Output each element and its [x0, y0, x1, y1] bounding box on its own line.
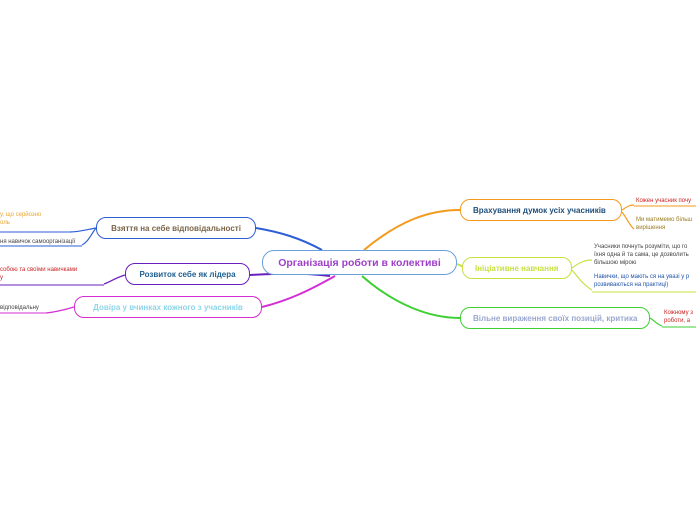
leaf-opinions-2[interactable]: Ми матимемо більш вирішення	[636, 216, 692, 232]
link-critique-leaf1	[649, 317, 663, 327]
leaf-critique-1-line1: Кожному з	[664, 310, 694, 316]
leaf-leader-1[interactable]: собою та своїми навичками у	[0, 266, 77, 282]
link-opinions	[363, 209, 461, 251]
leaf-responsibility-1-line2: оль	[0, 220, 10, 226]
leaf-leader-1-line1: собою та своїми навичками	[0, 267, 78, 273]
branch-learning-label: Ініціативне навчання	[475, 263, 559, 273]
leaf-learning-2-line2: розвиваються на практиці)	[594, 282, 669, 288]
central-topic-label: Організація роботи в колективі	[278, 256, 441, 269]
link-responsibility-leaf2	[81, 227, 97, 246]
leaf-opinions-1-line1: Кожен учасник почу	[636, 198, 692, 204]
leaf-learning-1-line3: більшою мірою	[594, 260, 637, 266]
leaf-responsibility-1[interactable]: у, що серйозно оль	[0, 211, 41, 227]
link-trust	[261, 275, 336, 308]
branch-critique[interactable]: Вільне вираження своїх позицій, критика	[460, 307, 650, 329]
central-topic[interactable]: Організація роботи в колективі	[262, 250, 457, 275]
leaf-opinions-2-line1: Ми матимемо більш	[636, 217, 693, 223]
branch-opinions-label: Врахування думок усіх учасників	[473, 205, 606, 215]
leaf-leader-1-line2: у	[0, 275, 3, 281]
leaf-learning-1[interactable]: Учасники почнуть розуміти, що го їхня од…	[594, 243, 689, 267]
leaf-trust-1[interactable]: відповідальну	[0, 304, 39, 312]
leaf-learning-1-line2: їхня одна й та сама, це дозволить	[594, 252, 689, 258]
branch-critique-label: Вільне вираження своїх позицій, критика	[473, 313, 638, 323]
branch-trust-label: Довіра у вчинках кожного з учасників	[93, 302, 243, 312]
link-critique	[361, 275, 461, 319]
branch-opinions[interactable]: Врахування думок усіх учасників	[460, 199, 622, 221]
leaf-learning-2[interactable]: Навички, що мають ся на увазі у р розвив…	[594, 273, 689, 289]
link-trust-leaf1	[45, 306, 75, 314]
link-learning-leaf1	[571, 259, 593, 269]
branch-responsibility[interactable]: Взяття на себе відповідальності	[96, 217, 256, 239]
leaf-critique-1[interactable]: Кожному з роботи, а	[664, 309, 693, 325]
branch-learning[interactable]: Ініціативне навчання	[462, 257, 572, 279]
leaf-learning-2-line1: Навички, що мають ся на увазі у р	[594, 274, 690, 280]
branch-responsibility-label: Взяття на себе відповідальності	[111, 223, 241, 233]
leaf-responsibility-2[interactable]: ня навичок самоорганізації	[0, 238, 75, 246]
link-opinions-leaf2	[621, 211, 635, 230]
leaf-opinions-2-line2: вирішення	[636, 225, 666, 231]
branch-leader-label: Розвиток себе як лідера	[139, 269, 236, 279]
leaf-opinions-1[interactable]: Кожен учасник почу	[636, 197, 691, 205]
leaf-learning-1-line1: Учасники почнуть розуміти, що го	[594, 244, 688, 250]
leaf-responsibility-2-line1: ня навичок самоорганізації	[0, 239, 76, 245]
leaf-responsibility-1-line1: у, що серйозно	[0, 212, 42, 218]
branch-trust[interactable]: Довіра у вчинках кожного з учасників	[74, 296, 262, 318]
leaf-trust-1-line1: відповідальну	[0, 305, 39, 311]
leaf-critique-1-line2: роботи, а	[664, 318, 691, 324]
link-responsibility	[255, 227, 323, 251]
link-opinions-leaf1	[621, 204, 635, 211]
link-learning-leaf2	[571, 269, 593, 291]
branch-leader[interactable]: Розвиток себе як лідера	[125, 263, 250, 285]
link-leader-leaf1	[103, 274, 126, 285]
link-responsibility-leaf1	[69, 227, 97, 233]
